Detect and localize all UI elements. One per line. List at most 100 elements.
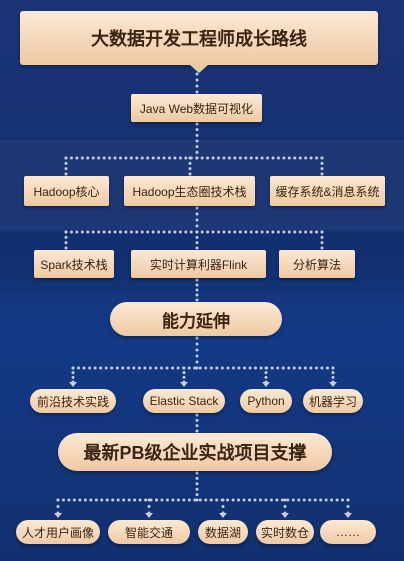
node-smart-transport: 智能交通 [108, 520, 190, 544]
connector-dot [56, 498, 60, 502]
node-label: 实时数仓 [260, 525, 309, 540]
connector-dot [283, 505, 287, 508]
node-label: 实时计算利器Flink [149, 257, 248, 272]
connector-dot [258, 498, 262, 502]
connector-dot [231, 366, 235, 370]
connector-dot [264, 375, 268, 379]
connector-dot [226, 366, 230, 370]
node-label: 能力延伸 [162, 311, 230, 331]
connector-dot [193, 498, 197, 502]
connector-dot [287, 366, 291, 370]
node-elastic-stack: Elastic Stack [143, 389, 225, 413]
connector-dot [89, 498, 93, 502]
connector-dot [227, 230, 231, 234]
connector-arrowhead [281, 513, 289, 518]
connector-dot [248, 366, 252, 370]
connector-dot [187, 366, 191, 370]
connector-dot [227, 156, 231, 160]
connector-dot [220, 366, 224, 370]
connector-dot [335, 498, 339, 502]
connector-dot [315, 230, 319, 234]
connector-dot [195, 348, 199, 352]
connector-dot [200, 156, 204, 160]
connector-dot [157, 156, 161, 160]
node-label: 数据湖 [204, 525, 241, 540]
connector-dot [211, 230, 215, 234]
connector-dot [255, 156, 259, 160]
connector-dot [64, 172, 68, 176]
connector-dot [195, 471, 199, 475]
node-label: 智能交通 [124, 525, 173, 540]
connector-dot [140, 230, 144, 234]
connector-dot [233, 156, 237, 160]
connector-dot [195, 482, 199, 486]
connector-dot [259, 366, 263, 370]
connector-dot [195, 78, 199, 82]
node-cache-messaging: 缓存系统&消息系统 [270, 176, 385, 206]
connector-dot [129, 156, 133, 160]
connector-dot [118, 230, 122, 234]
connector-dot [231, 498, 235, 502]
connector-dot [56, 505, 60, 508]
node-analysis-algorithms: 分析算法 [279, 250, 355, 278]
connector-dot [195, 246, 199, 250]
connector-dot [77, 366, 81, 370]
node-label: 缓存系统&消息系统 [275, 184, 380, 199]
connector-arrowhead [219, 513, 227, 518]
connector-dot [146, 230, 150, 234]
connector-dot [242, 366, 246, 370]
connector-dot [304, 156, 308, 160]
connector-dot [195, 342, 199, 346]
connector-dot [118, 156, 122, 160]
connector-dot [176, 366, 180, 370]
connector-dot [178, 230, 182, 234]
connector-dot [283, 498, 287, 502]
connector-dot [293, 156, 297, 160]
node-machine-learning: 机器学习 [303, 389, 363, 413]
connector-dot [195, 418, 199, 422]
connector-dot [293, 230, 297, 234]
connector-dot [195, 487, 199, 491]
connector-dot [147, 505, 151, 508]
connector-dot [67, 498, 71, 502]
node-hadoop-core: Hadoop核心 [24, 176, 109, 206]
connector-dot [276, 230, 280, 234]
connector-dot [188, 172, 192, 176]
connector-dot [331, 366, 335, 370]
connector-dot [104, 366, 108, 370]
connector-dot [320, 235, 324, 239]
connector-dot [346, 498, 350, 502]
connector-dot [215, 366, 219, 370]
connector-dot [195, 241, 199, 245]
connector-dot [165, 366, 169, 370]
connector-dot [71, 366, 75, 370]
connector-arrowhead [54, 513, 62, 518]
connector-dot [195, 122, 199, 126]
connector-dot [320, 167, 324, 171]
connector-dot [105, 498, 109, 502]
connector-dot [195, 366, 199, 370]
node-java-web-visualization: Java Web数据可视化 [131, 94, 262, 122]
connector-dot [324, 498, 328, 502]
connector-dot [184, 230, 188, 234]
connector-dot [83, 498, 87, 502]
connector-dot [167, 230, 171, 234]
node-label: …… [336, 525, 360, 539]
connector-dot [206, 230, 210, 234]
connector-dot [91, 156, 95, 160]
connector-dot [238, 156, 242, 160]
page-title: 大数据开发工程师成长路线 [91, 29, 307, 49]
connector-dot [102, 156, 106, 160]
connector-dot [122, 498, 126, 502]
connector-dot [298, 156, 302, 160]
connector-dot [147, 498, 151, 502]
connector-dot [249, 156, 253, 160]
connector-dot [171, 498, 175, 502]
connector-dot [64, 156, 68, 160]
connector-dot [154, 498, 158, 502]
connector-dot [151, 230, 155, 234]
connector-dot [320, 161, 324, 165]
connector-dot [292, 366, 296, 370]
connector-dot [297, 498, 301, 502]
connector-dot [195, 139, 199, 143]
